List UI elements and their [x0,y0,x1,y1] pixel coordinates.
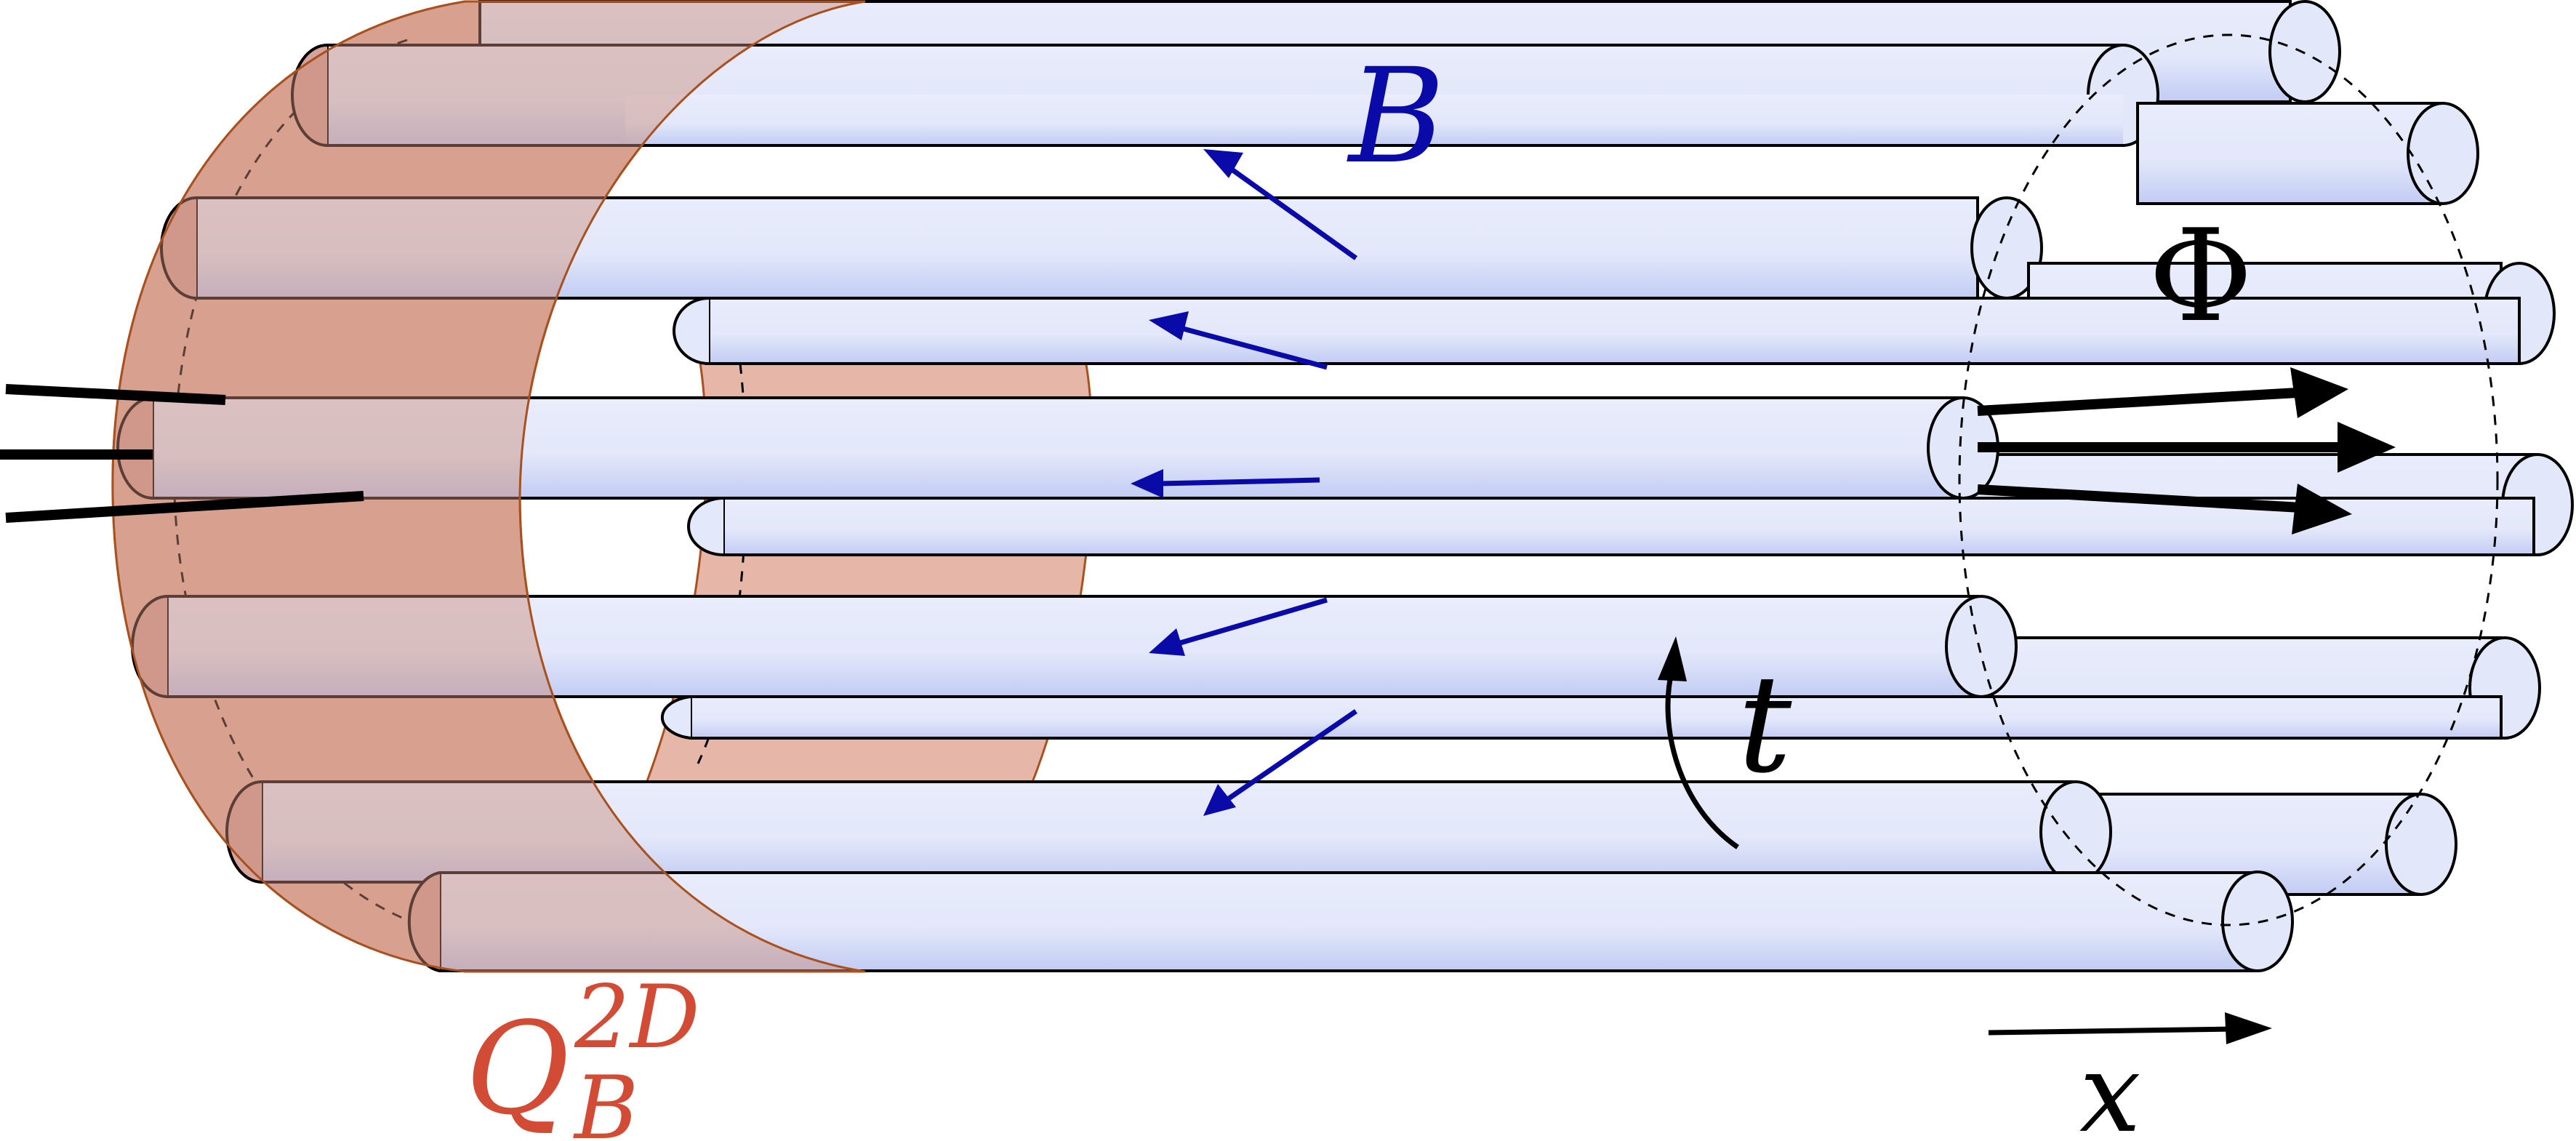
label-x: x [2079,1030,2141,1141]
flux-cross-section-outline [1958,33,2499,926]
x-direction-arrow [1988,1012,2272,1044]
label-phi: Φ [2148,203,2252,351]
b-field-arrows [1131,149,1358,816]
flux-tube [625,95,2123,147]
flux-tube [407,870,2294,972]
incoming-lines [0,384,364,523]
label-q-main: Q [465,996,569,1141]
flux-tube [2136,102,2479,205]
flux-tube [225,780,2112,884]
t-rotation-arrow [1658,636,1739,849]
label-b: B [1347,41,1445,193]
label-q-superscript: 2D [574,967,700,1068]
flux-tubes [116,0,2574,972]
label-q-2d-b: Q 2D B [465,967,700,1141]
flux-tube [660,695,2503,740]
flux-tube [116,396,1999,500]
label-t: t [1738,646,1792,803]
label-q-subscript: B [573,1058,638,1141]
flux-tube [673,297,2521,365]
ring-overlay [111,0,866,973]
flux-arrows [1977,367,2396,535]
